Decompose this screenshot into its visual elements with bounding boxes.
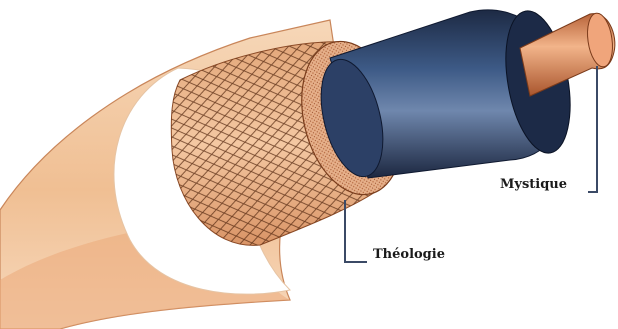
shield-label: Théologie: [373, 248, 445, 261]
core-label: Mystique: [500, 178, 567, 191]
mystique-leader-line: [588, 66, 597, 192]
theologie-leader-line: [345, 200, 367, 262]
